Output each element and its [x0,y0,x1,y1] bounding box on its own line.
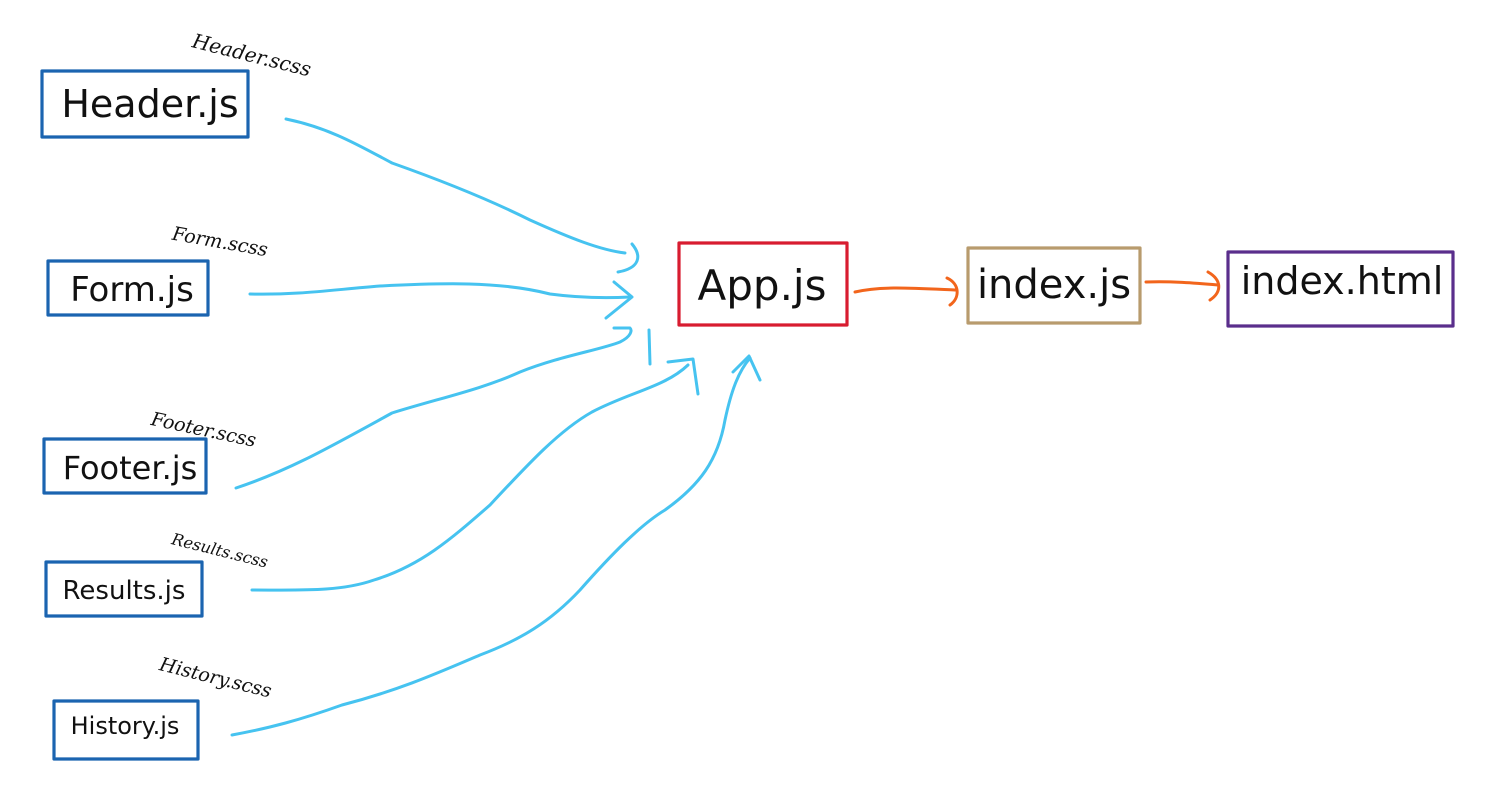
node-header-label: Header.js [61,82,238,126]
node-footer-label: Footer.js [63,449,198,487]
node-history-label: History.js [71,712,180,740]
node-index-html: index.html [1226,250,1455,328]
edge-app-to-index-js [853,286,957,294]
node-history-style-label: History.scss [156,653,274,702]
edge-results-to-app-head [666,357,700,396]
edge-form-to-app [248,282,632,300]
edge-history-to-app [230,356,752,737]
node-index-html-label: index.html [1241,259,1444,303]
node-form-style-label: Form.scss [170,223,270,262]
edge-header-to-app [284,117,627,255]
node-form-label: Form.js [70,270,194,310]
node-results-style-label: Results.scss [169,529,270,571]
edge-form-to-app-head [604,280,634,320]
node-header: Header.js Header.scss [40,28,314,139]
edge-footer-to-app-head [647,328,652,366]
node-index-js-label: index.js [977,262,1131,308]
edge-history-to-app-head [731,354,762,382]
edge-results-to-app [250,363,690,592]
node-results-label: Results.js [63,576,186,606]
node-app-label: App.js [698,261,827,310]
node-footer: Footer.js Footer.scss [42,408,258,495]
component-edges [230,117,762,737]
node-footer-style-label: Footer.scss [148,408,258,452]
edge-app-to-index-js-head [945,276,959,307]
build-edges [853,270,1221,307]
node-history: History.js History.scss [52,653,274,761]
node-header-style-label: Header.scss [189,28,314,81]
node-index-js: index.js [966,246,1142,325]
edge-footer-to-app [234,326,633,490]
node-app: App.js [677,241,849,327]
edge-index-js-to-index-html [1144,280,1220,287]
edge-header-to-app-head [616,242,640,274]
node-results: Results.js Results.scss [44,529,270,618]
edge-index-js-to-index-html-head [1206,270,1221,302]
node-form: Form.js Form.scss [46,223,270,317]
